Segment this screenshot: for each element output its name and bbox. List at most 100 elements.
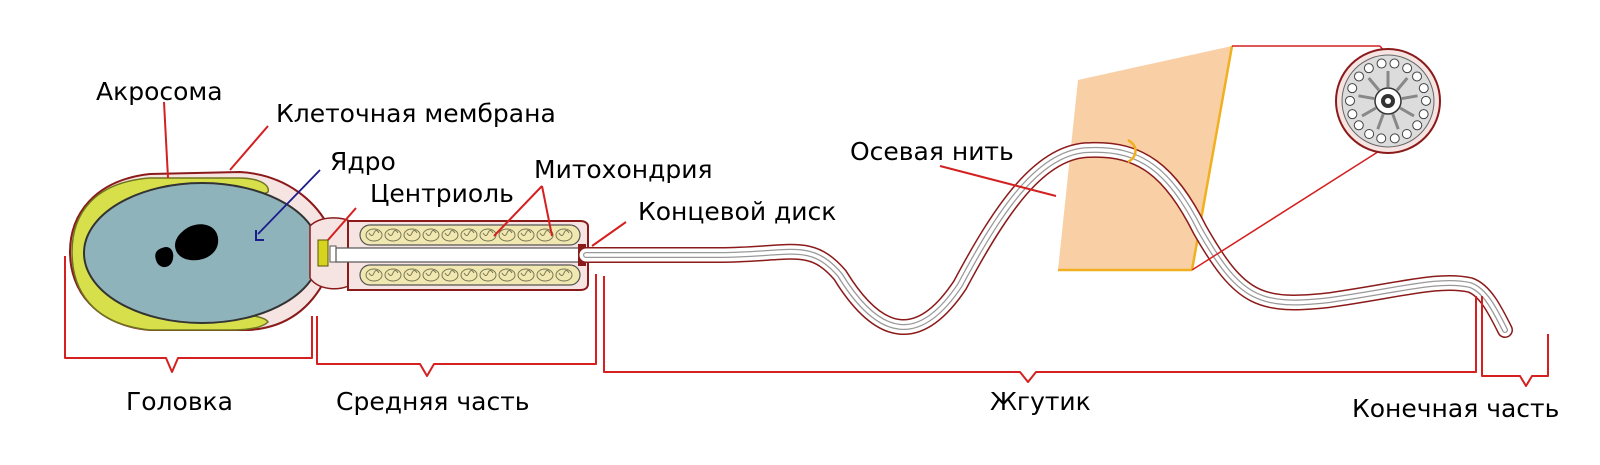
microtubule [1420, 95, 1431, 106]
leader-acrosome [163, 101, 169, 179]
radial-spoke [1367, 77, 1381, 92]
microtubule [1389, 58, 1400, 69]
microtubule [1411, 71, 1422, 82]
mitochondrion [479, 268, 497, 282]
centriole [317, 239, 329, 267]
radial-spoke [1401, 94, 1418, 101]
label-axial-filament: Осевая нить [850, 137, 1014, 166]
mitochondrion-crista [368, 230, 380, 236]
mitochondrion-crista [482, 270, 494, 276]
microtubule [1402, 63, 1413, 74]
microtubule [1345, 95, 1356, 106]
mitochondrion [498, 268, 516, 282]
microtubule [1376, 58, 1387, 69]
microtubule [1389, 133, 1400, 144]
mitochondrion-crista [558, 230, 570, 236]
nucleus-chromatin-large [175, 224, 219, 261]
mitochondrion-crista [520, 230, 532, 236]
mitochondrion [384, 268, 402, 282]
microtubule-doublets [1345, 58, 1431, 144]
nucleus-chromatin-small [155, 246, 174, 268]
flagellum-outline [578, 141, 1513, 338]
microtubule [1412, 120, 1423, 131]
mitochondria-lower-row [359, 264, 581, 286]
mitochondrion-crista [463, 270, 475, 276]
mitochondrion-crista [444, 230, 456, 236]
radial-spoke [1395, 77, 1409, 92]
mitochondrion-crista [387, 230, 399, 236]
centriole-proximal [329, 245, 337, 263]
label-head: Головка [126, 387, 233, 416]
mitochondrion [517, 228, 535, 242]
mitochondrion [536, 228, 554, 242]
microtubule [1418, 109, 1429, 120]
label-flagellum: Жгутик [990, 387, 1091, 416]
brace-end-piece [1481, 296, 1549, 387]
radial-spoke [1376, 113, 1385, 130]
radial-spoke [1391, 113, 1400, 130]
microtubule [1353, 120, 1364, 131]
mitochondrion [384, 228, 402, 242]
mitochondrion-crista [539, 270, 551, 276]
mitochondrion [422, 228, 440, 242]
microtubule [1401, 128, 1412, 139]
flagellum-axial-lines [583, 146, 1508, 333]
mitochondrion-crista [406, 270, 418, 276]
microtubule [1363, 63, 1374, 74]
mitochondrion-crista [463, 230, 475, 236]
radial-spoke [1361, 106, 1377, 118]
mitochondria-upper-row [359, 224, 581, 246]
mitochondrion [555, 268, 573, 282]
label-mitochondria: Митохондрия [534, 155, 713, 184]
flagellum-body [579, 143, 1512, 337]
leader-axial-filament [939, 165, 1057, 197]
mitochondrion-crista [387, 270, 399, 276]
mitochondrion-crista [520, 270, 532, 276]
label-end-piece: Конечная часть [1352, 394, 1559, 423]
mitochondria-cristae [365, 228, 573, 282]
microtubule [1376, 133, 1387, 144]
flagellum-core [584, 148, 1507, 332]
label-midpiece: Средняя часть [336, 387, 530, 416]
mitochondrion-crista [368, 270, 380, 276]
mitochondrion-crista [501, 230, 513, 236]
nucleus-pointer-marker [255, 230, 264, 241]
leader-nucleus [257, 169, 321, 235]
leader-centriole [327, 207, 357, 241]
brace-head [64, 256, 313, 373]
midpiece-axoneme [335, 247, 587, 263]
mitochondrion-crista [444, 270, 456, 276]
mitochondrion [365, 228, 383, 242]
cross-section-connector [1191, 147, 1385, 271]
mitochondrion [536, 268, 554, 282]
mitochondrion-crista [501, 270, 513, 276]
mitochondrion [460, 228, 478, 242]
label-nucleus: Ядро [330, 147, 396, 176]
flagellum-section-marker [1127, 138, 1137, 164]
brace-midpiece [316, 274, 597, 377]
microtubule [1354, 71, 1365, 82]
mitochondrion [460, 268, 478, 282]
mitochondrion-crista [482, 230, 494, 236]
mitochondrion-crista [425, 230, 437, 236]
microtubule [1364, 128, 1375, 139]
leader-end-disc [591, 221, 627, 247]
mitochondrion [365, 268, 383, 282]
label-end-disc: Концевой диск [638, 197, 836, 226]
mitochondrion-crista [425, 270, 437, 276]
microtubule [1418, 83, 1429, 94]
mitochondrion [517, 268, 535, 282]
mitochondrion [555, 228, 573, 242]
mitochondrion [422, 268, 440, 282]
label-cell-membrane: Клеточная мембрана [276, 99, 556, 128]
label-centriole: Центриоль [370, 179, 514, 208]
label-acrosome: Акросома [96, 77, 223, 106]
central-pair-core [1385, 98, 1391, 104]
mitochondrion [441, 228, 459, 242]
mitochondrion [498, 228, 516, 242]
microtubule [1347, 83, 1358, 94]
brace-flagellum [603, 276, 1477, 383]
mitochondrion [403, 228, 421, 242]
mitochondrion [441, 268, 459, 282]
